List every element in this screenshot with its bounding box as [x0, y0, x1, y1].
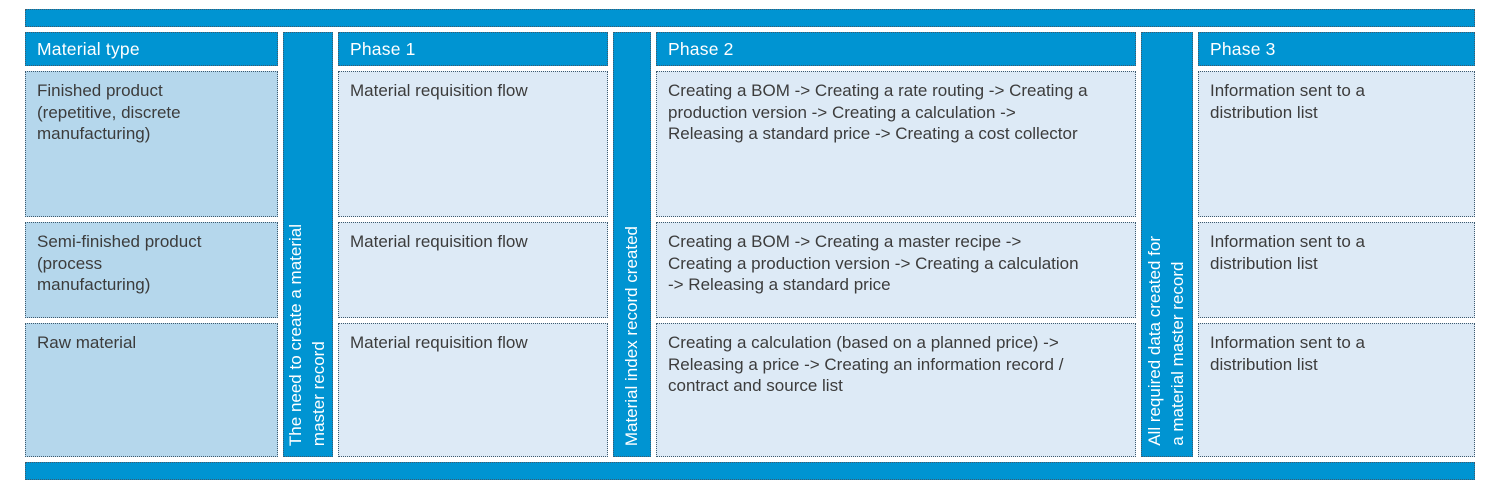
header-material-type: Material type — [25, 32, 278, 66]
cell-r2-material-type: Semi-finished product (process manufactu… — [25, 222, 278, 318]
cell-r3-phase-2-text: Creating a calculation (based on a plann… — [668, 333, 1064, 396]
cell-r1-phase-1: Material requisition flow — [338, 71, 608, 217]
process-table: Material type Phase 1 Phase 2 Phase 3 Th… — [25, 32, 1475, 457]
cell-r1-phase-3: Information sent to a distribution list — [1198, 71, 1475, 217]
connector-bar-all-data-created-label: All required data created for a material… — [1145, 236, 1187, 446]
cell-r3-phase-1-text: Material requisition flow — [350, 333, 528, 352]
header-phase-1-label: Phase 1 — [350, 38, 416, 59]
connector-bar-material-index-created: Material index record created — [613, 32, 651, 457]
cell-r3-phase-2: Creating a calculation (based on a plann… — [656, 323, 1136, 457]
cell-r2-phase-2: Creating a BOM -> Creating a master reci… — [656, 222, 1136, 318]
connector-bar-need-material-master: The need to create a material master rec… — [283, 32, 333, 457]
connector-bar-material-index-created-label: Material index record created — [621, 225, 641, 446]
header-phase-3: Phase 3 — [1198, 32, 1475, 66]
bottom-accent-bar — [25, 462, 1475, 480]
cell-r2-phase-1-text: Material requisition flow — [350, 232, 528, 251]
cell-r1-phase-3-text: Information sent to a distribution list — [1210, 81, 1365, 122]
cell-r3-material-type: Raw material — [25, 323, 278, 457]
cell-r1-phase-1-text: Material requisition flow — [350, 81, 528, 100]
connector-bar-need-material-master-label: The need to create a material master rec… — [286, 223, 328, 446]
header-phase-1: Phase 1 — [338, 32, 608, 66]
cell-r2-phase-3-text: Information sent to a distribution list — [1210, 232, 1365, 273]
top-accent-bar — [25, 9, 1475, 27]
cell-r3-phase-1: Material requisition flow — [338, 323, 608, 457]
header-phase-2-label: Phase 2 — [668, 38, 734, 59]
cell-r2-material-type-text: Semi-finished product (process manufactu… — [37, 232, 202, 295]
header-material-type-label: Material type — [37, 38, 140, 59]
cell-r3-material-type-text: Raw material — [37, 333, 137, 352]
cell-r2-phase-1: Material requisition flow — [338, 222, 608, 318]
cell-r3-phase-3: Information sent to a distribution list — [1198, 323, 1475, 457]
cell-r3-phase-3-text: Information sent to a distribution list — [1210, 333, 1365, 374]
cell-r1-material-type-text: Finished product (repetitive, discrete m… — [37, 81, 181, 144]
connector-bar-all-data-created: All required data created for a material… — [1141, 32, 1193, 457]
cell-r1-material-type: Finished product (repetitive, discrete m… — [25, 71, 278, 217]
cell-r2-phase-2-text: Creating a BOM -> Creating a master reci… — [668, 232, 1079, 295]
header-phase-2: Phase 2 — [656, 32, 1136, 66]
cell-r1-phase-2: Creating a BOM -> Creating a rate routin… — [656, 71, 1136, 217]
cell-r2-phase-3: Information sent to a distribution list — [1198, 222, 1475, 318]
cell-r1-phase-2-text: Creating a BOM -> Creating a rate routin… — [668, 81, 1088, 144]
header-phase-3-label: Phase 3 — [1210, 38, 1276, 59]
